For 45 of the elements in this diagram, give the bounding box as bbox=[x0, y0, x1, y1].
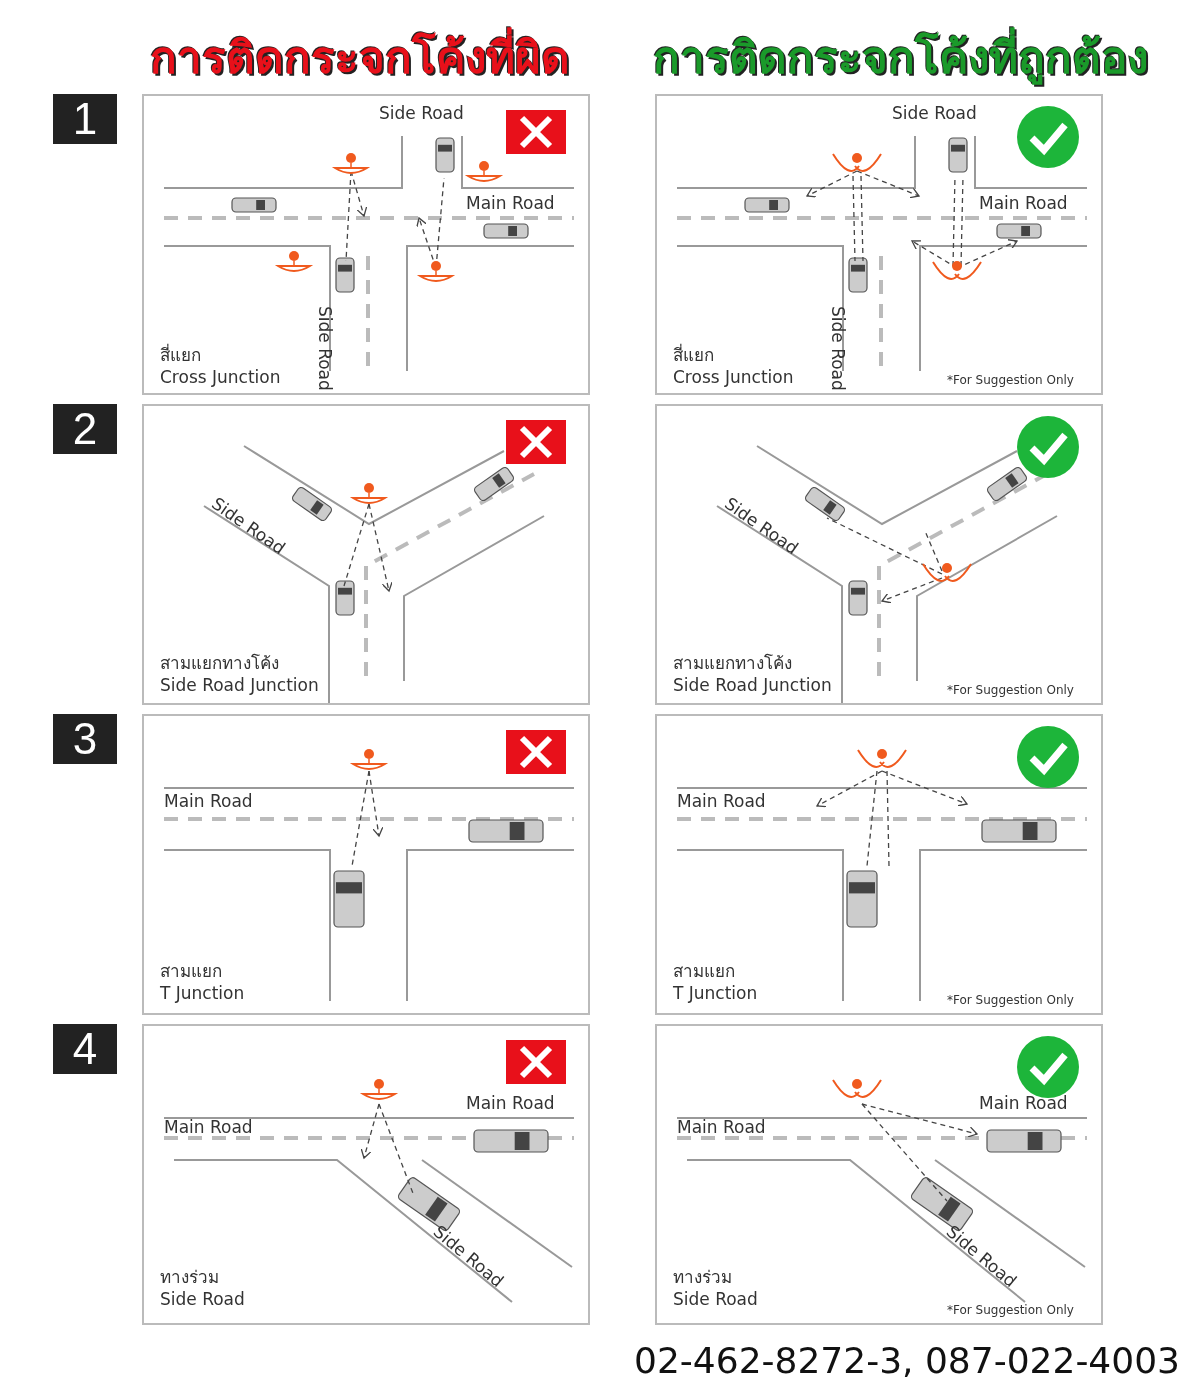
junction-panel bbox=[655, 714, 1103, 1015]
junction-name: Cross Junction bbox=[160, 368, 281, 387]
phone-number: 02-462-8272-3, 087-022-4003 bbox=[634, 1340, 1180, 1381]
note-text: *For Suggestion Only bbox=[947, 994, 1074, 1008]
junction-name: T Junction bbox=[673, 984, 758, 1003]
junction-name: ทางร่วม bbox=[160, 1268, 219, 1287]
junction-name: Side Road bbox=[160, 1290, 245, 1309]
road-label: Side Road bbox=[892, 104, 977, 123]
road-label: Side Road bbox=[379, 104, 464, 123]
junction-panel bbox=[142, 714, 590, 1015]
junction-panel bbox=[142, 94, 590, 395]
column-heading: การติดกระจกโค้งที่ผิด bbox=[140, 22, 580, 92]
note-text: *For Suggestion Only bbox=[947, 1304, 1074, 1318]
road-label: Side Road bbox=[315, 306, 334, 391]
junction-name: T Junction bbox=[160, 984, 245, 1003]
road-label: Main Road bbox=[164, 792, 253, 811]
junction-name: สามแยก bbox=[160, 962, 222, 981]
road-label: Main Road bbox=[466, 194, 555, 213]
junction-name: สามแยกทางโค้ง bbox=[160, 654, 279, 673]
junction-name: Side Road Junction bbox=[160, 676, 319, 695]
road-label: Main Road bbox=[677, 792, 766, 811]
junction-panel bbox=[655, 404, 1103, 705]
column-heading: การติดกระจกโค้งที่ถูกต้อง bbox=[640, 22, 1160, 92]
junction-name: ทางร่วม bbox=[673, 1268, 732, 1287]
row-number-badge: 3 bbox=[53, 714, 117, 764]
row-number-badge: 1 bbox=[53, 94, 117, 144]
road-label: Main Road bbox=[677, 1118, 766, 1137]
junction-panel bbox=[142, 1024, 590, 1325]
road-label: Main Road bbox=[979, 194, 1068, 213]
road-label: Main Road bbox=[466, 1094, 555, 1113]
junction-name: สามแยก bbox=[673, 962, 735, 981]
junction-name: Side Road Junction bbox=[673, 676, 832, 695]
junction-panel bbox=[655, 1024, 1103, 1325]
junction-name: Side Road bbox=[673, 1290, 758, 1309]
junction-panel bbox=[142, 404, 590, 705]
row-number-badge: 4 bbox=[53, 1024, 117, 1074]
road-label: Side Road bbox=[828, 306, 847, 391]
junction-name: Cross Junction bbox=[673, 368, 794, 387]
road-label: Main Road bbox=[979, 1094, 1068, 1113]
junction-name: สามแยกทางโค้ง bbox=[673, 654, 792, 673]
note-text: *For Suggestion Only bbox=[947, 374, 1074, 388]
road-label: Main Road bbox=[164, 1118, 253, 1137]
junction-panel bbox=[655, 94, 1103, 395]
note-text: *For Suggestion Only bbox=[947, 684, 1074, 698]
row-number-badge: 2 bbox=[53, 404, 117, 454]
